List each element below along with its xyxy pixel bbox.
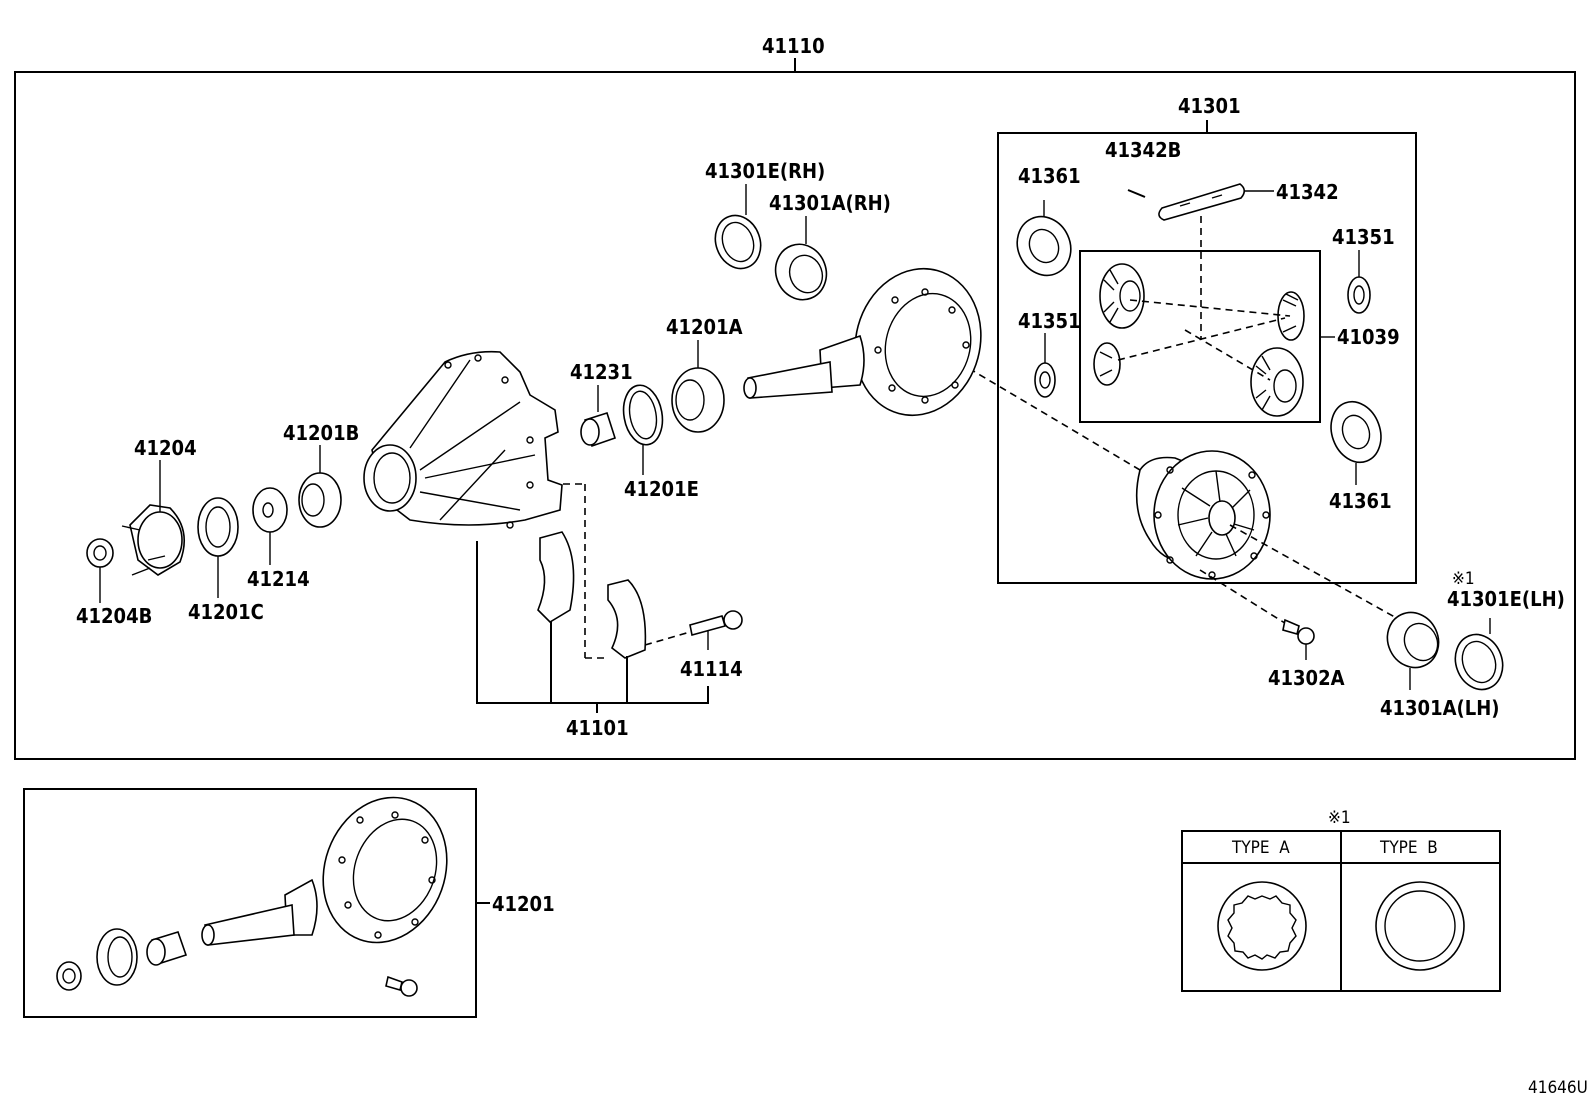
- assembly-axis-line-lh: [1229, 524, 1401, 621]
- label-41214: 41214: [247, 567, 310, 591]
- label-41342B: 41342B: [1105, 138, 1181, 162]
- bearing-41201A: [671, 340, 725, 433]
- differential-gears-41039: [1093, 263, 1335, 417]
- drive-pinion-main: [743, 334, 865, 399]
- ring-pinion-set-box: [23, 788, 490, 1018]
- label-41114: 41114: [680, 657, 743, 681]
- thrust-washer-41351-right: [1347, 250, 1371, 314]
- label-41201: 41201: [492, 892, 555, 916]
- pinion-shaft-41342: [1158, 183, 1274, 340]
- type-table: [1181, 830, 1501, 992]
- label-41204B: 41204B: [76, 604, 152, 628]
- type-table-note-mark: ※1: [1328, 808, 1351, 828]
- oil-seal-41201E: [622, 384, 664, 475]
- pinion-gear-lower-left: [1093, 342, 1121, 386]
- nut-set: [56, 961, 82, 991]
- label-41110: 41110: [762, 34, 825, 58]
- figure-code: 41646U: [1528, 1078, 1588, 1098]
- label-41101: 41101: [566, 716, 629, 740]
- label-41351-left: 41351: [1018, 309, 1081, 333]
- label-41301A-LH: 41301A(LH): [1380, 696, 1500, 720]
- label-41301E-LH: 41301E(LH): [1447, 587, 1565, 611]
- side-gear-right: [1250, 347, 1304, 417]
- thrust-washer-41361-top: [1016, 200, 1072, 277]
- label-41201E: 41201E: [624, 477, 699, 501]
- thrust-washer-41351-left: [1034, 333, 1056, 398]
- bearing-race-41301E-RH: [714, 184, 762, 270]
- bearing-cap-right: [607, 579, 647, 659]
- nut-41204B: [86, 538, 114, 603]
- assembly-frame-41110: [14, 58, 1576, 760]
- label-41231: 41231: [570, 360, 633, 384]
- cap-bolt-41114: [689, 610, 743, 650]
- drive-pinion-set: [201, 878, 318, 946]
- oil-seal-41201C: [197, 497, 239, 598]
- label-41204: 41204: [134, 436, 197, 460]
- label-41301: 41301: [1178, 94, 1241, 118]
- label-41301E-RH: 41301E(RH): [705, 159, 825, 183]
- bearing-race-41301E-LH: [1454, 618, 1504, 691]
- type-a-label: TYPE A: [1231, 838, 1290, 858]
- label-41039: 41039: [1337, 325, 1400, 349]
- bolt-dash: [644, 631, 691, 646]
- ring-gear-set: [322, 796, 448, 944]
- spacer-41231: [580, 385, 616, 448]
- label-41351-right: 41351: [1332, 225, 1395, 249]
- bolt-axis-line: [1199, 569, 1289, 626]
- side-bearing-41301A-LH: [1386, 611, 1440, 690]
- spacer-set: [146, 931, 188, 966]
- side-bearing-41301A-RH: [774, 216, 828, 301]
- pinion-gear-upper-right: [1277, 291, 1305, 341]
- ring-gear-bolt-41302A: [1282, 618, 1315, 660]
- bearing-41201B: [298, 445, 342, 528]
- label-41361-bottom: 41361: [1329, 489, 1392, 513]
- label-41201C: 41201C: [188, 600, 264, 624]
- companion-flange-41204: [121, 460, 186, 576]
- label-41201A: 41201A: [666, 315, 743, 339]
- type-b-label: TYPE B: [1379, 838, 1438, 858]
- washer-41214: [252, 487, 288, 565]
- seal-set: [96, 928, 138, 986]
- bolt-set: [385, 975, 418, 997]
- type-a-race-icon: [1217, 881, 1307, 971]
- ring-gear-main: [854, 267, 982, 417]
- label-41201B: 41201B: [283, 421, 359, 445]
- side-gear-left: [1099, 263, 1145, 329]
- note-mark-top: ※1: [1452, 569, 1475, 589]
- bearing-cap-left: [537, 531, 575, 624]
- thrust-washer-41361-bottom: [1330, 400, 1382, 485]
- differential-case: [1135, 450, 1271, 580]
- label-41361-top: 41361: [1018, 164, 1081, 188]
- carrier-housing: [363, 350, 563, 529]
- type-b-race-icon: [1375, 881, 1465, 971]
- pin-41342B: [1127, 189, 1146, 198]
- bracket-41101: [476, 541, 709, 713]
- label-41342: 41342: [1276, 180, 1339, 204]
- label-41302A: 41302A: [1268, 666, 1345, 690]
- label-41301A-RH: 41301A(RH): [769, 191, 891, 215]
